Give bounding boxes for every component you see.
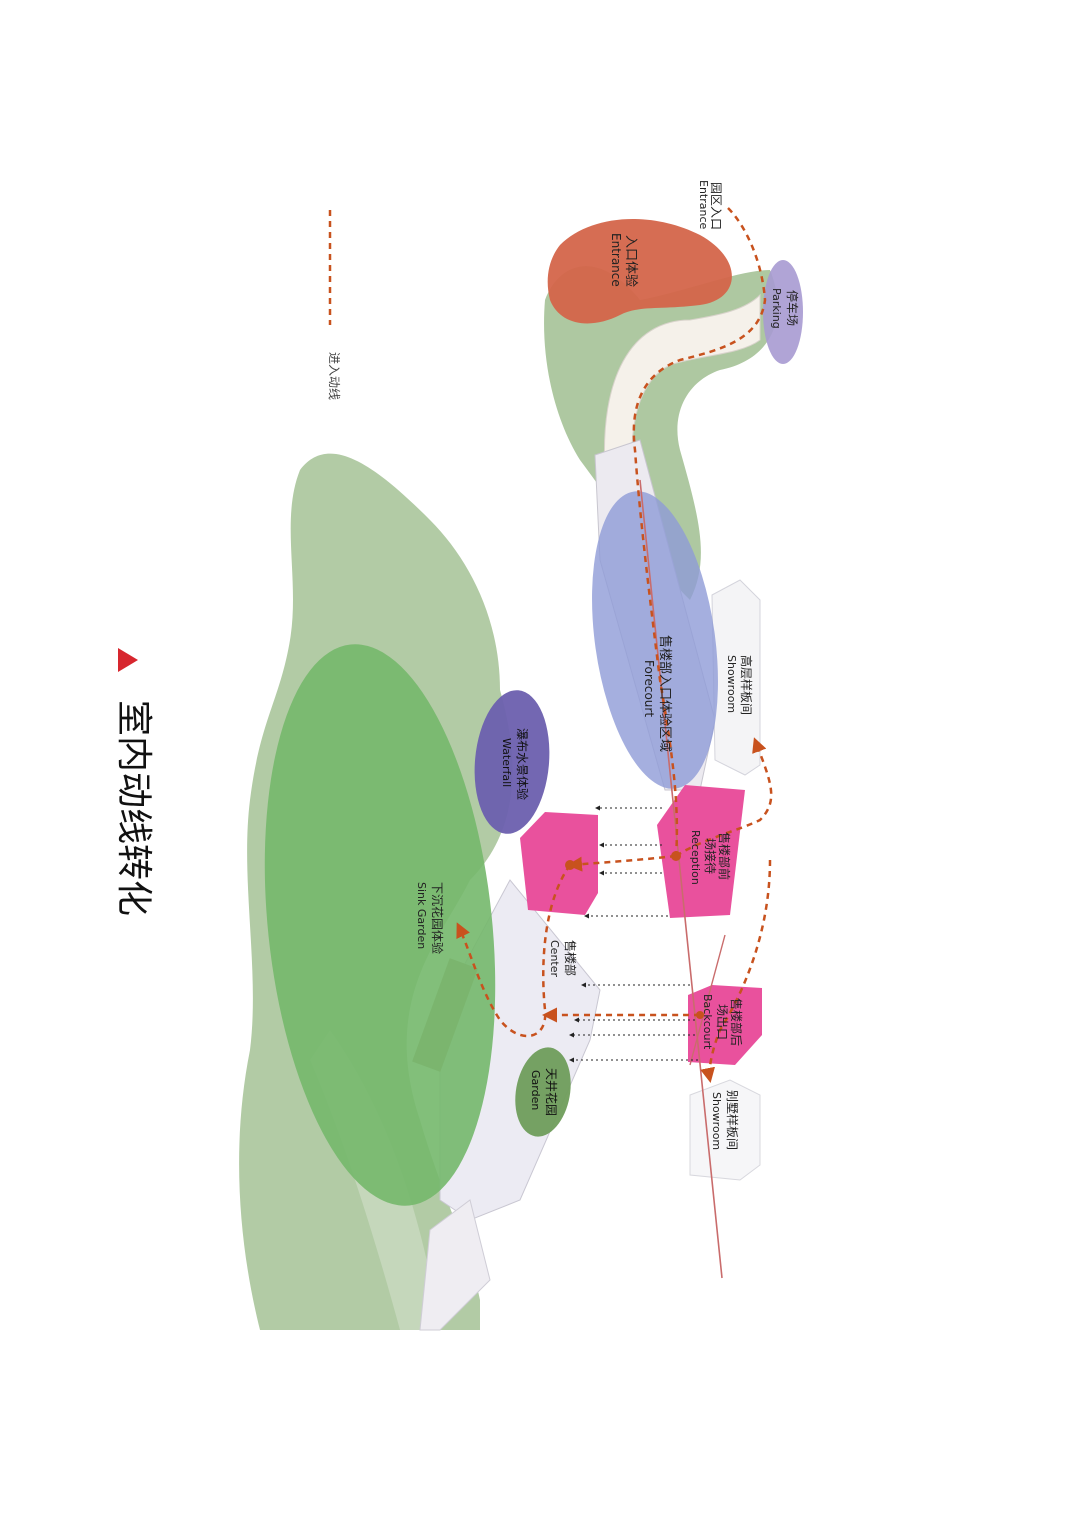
reception-label-en: Reception (689, 830, 702, 885)
lower-building (419, 1199, 491, 1331)
showroom-high-box (711, 579, 761, 776)
left-sales-box (520, 812, 598, 915)
reception-box (657, 785, 745, 918)
route-node (696, 1011, 704, 1019)
forecourt-label-cn: 售楼部入口体验区域 (657, 635, 673, 752)
park-entrance-label-en: Entrance (697, 180, 710, 230)
sunken-garden-label-en: Sink Garden (415, 882, 428, 949)
route-showroom-loop (675, 737, 773, 858)
axis-line (639, 479, 723, 1279)
route-node (671, 851, 681, 861)
forecourt-zone (592, 491, 718, 789)
legend-label: 进入动线 (327, 352, 341, 400)
entry-road (603, 293, 761, 471)
center-label-cn: 售楼部 (563, 940, 578, 976)
parking-label-cn: 停车场 (785, 290, 800, 326)
axis-line-short (689, 934, 726, 1066)
route-to-left-box (567, 854, 677, 872)
zones (264, 218, 803, 1206)
showroom-villa-label-cn: 别墅样板间 (725, 1090, 740, 1150)
park-entrance-label-cn: 园区入口 (709, 182, 723, 230)
page-title: 室内动线转化 (113, 700, 154, 916)
link-arrows (569, 805, 698, 1063)
title-marker-icon (118, 648, 138, 672)
reception-label-cn: 售楼部前 (717, 832, 732, 880)
entrance-zone (547, 218, 732, 324)
route-main (632, 207, 767, 857)
showroom-high-label-cn: 高层样板间 (739, 655, 754, 715)
zone-labels: 园区入口 Entrance 入口体验 Entrance 停车场 Parking … (415, 180, 800, 1150)
waterfall-label-en: Waterfall (500, 738, 513, 787)
patio-garden-label-cn: 天井花园 (544, 1068, 559, 1116)
sunken-garden-label-cn: 下沉花园体验 (430, 882, 445, 954)
entrance-label-en: Entrance (609, 233, 623, 287)
patio-garden-zone (515, 1047, 571, 1137)
center-label-en: Center (548, 940, 561, 978)
backcourt-label-cn2: 场出口 (715, 1004, 729, 1040)
waterfall-label-cn: 瀑布水景体验 (515, 728, 530, 800)
parking-zone (763, 260, 803, 364)
waterfall-zone (474, 690, 550, 834)
reception-label-cn2: 场接待 (703, 838, 718, 874)
showroom-villa-box (689, 1079, 761, 1181)
forecourt-label-en: Forecourt (642, 660, 656, 717)
entrance-label-cn: 入口体验 (623, 235, 639, 287)
backcourt-label-cn: 售楼部后 (729, 998, 744, 1046)
route-node (565, 860, 575, 870)
showroom-high-label-en: Showroom (725, 655, 738, 713)
showroom-villa-label-en: Showroom (710, 1092, 723, 1150)
patio-garden-label-en: Garden (529, 1070, 542, 1110)
parking-label-en: Parking (770, 288, 783, 329)
entry-route (456, 207, 773, 1083)
backcourt-label-en: Backcourt (701, 994, 714, 1050)
sunken-garden-zone (264, 644, 496, 1206)
route-showroom-down (700, 859, 772, 1083)
route-to-sunken-garden (456, 864, 572, 1038)
